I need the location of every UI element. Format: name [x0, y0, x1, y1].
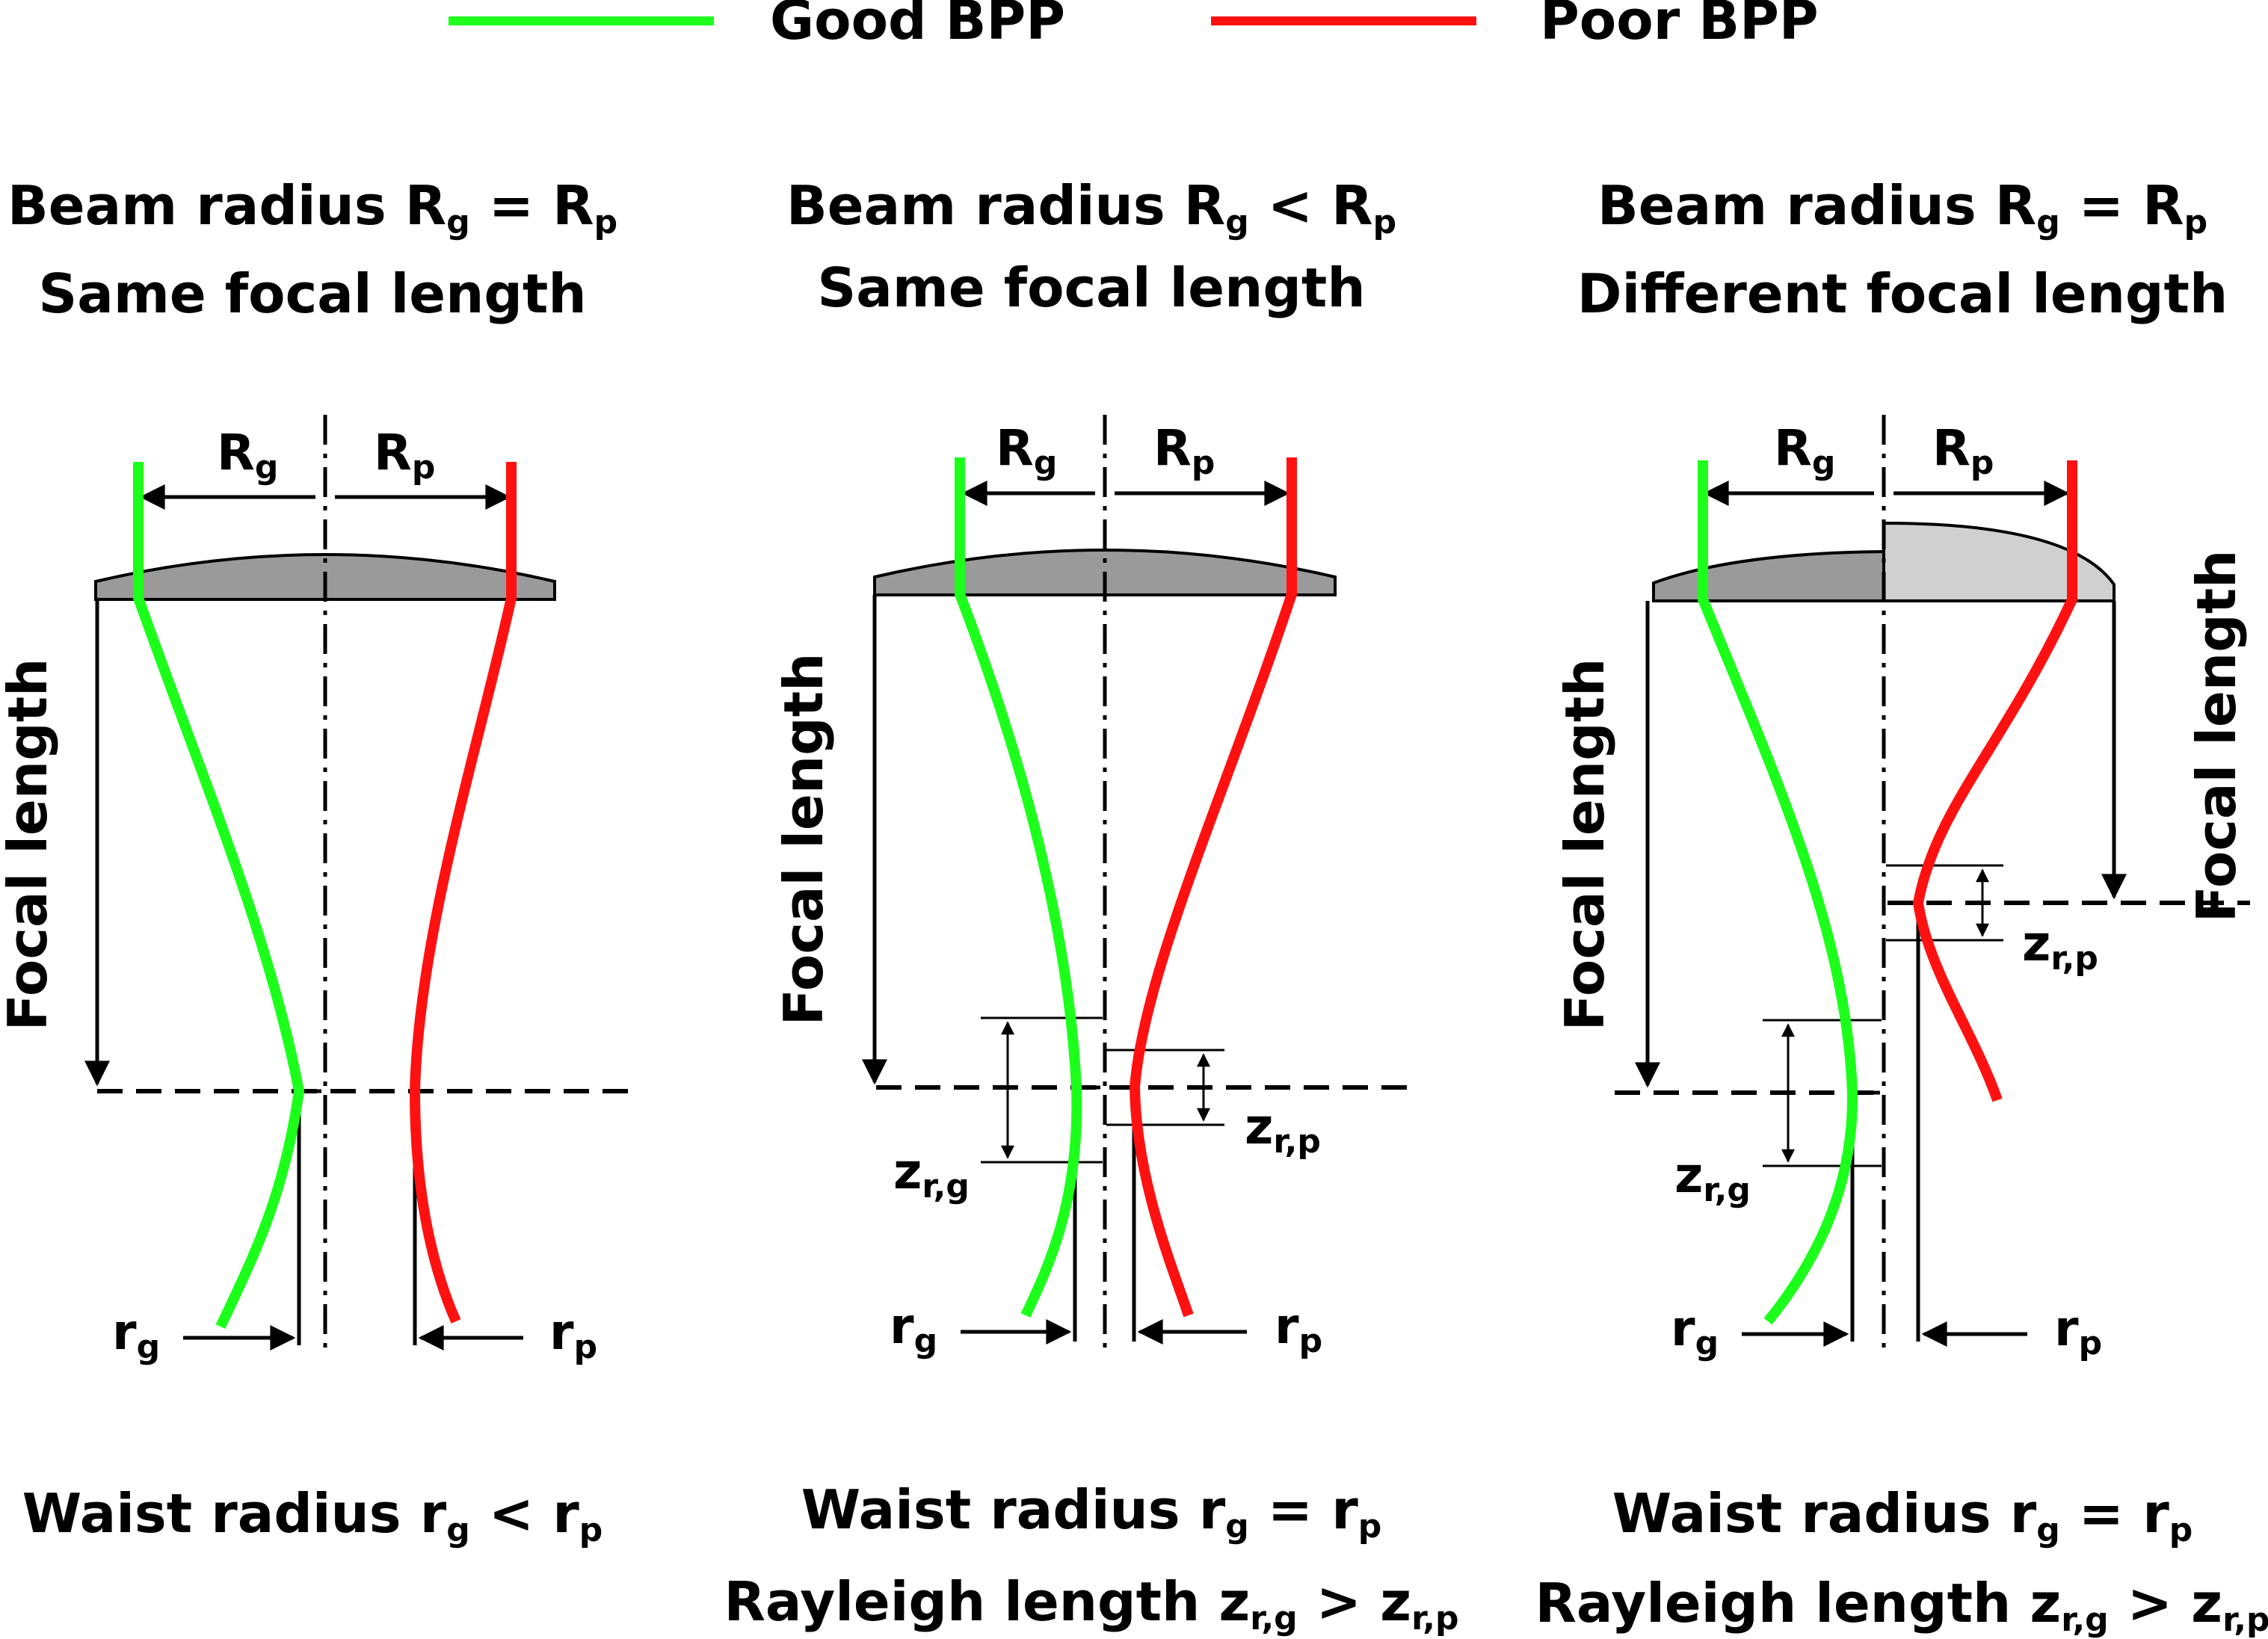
panel-3-lens-left: [1652, 549, 1885, 602]
panel-3: Beam radius Rg = Rp Different focal leng…: [1535, 174, 2268, 1639]
panel-3-poor-beam: [1912, 460, 2077, 1102]
panel-3-waist-g-marker: [1850, 1090, 1880, 1342]
panel-1-focal-label: Focal length: [0, 658, 59, 1031]
panel-3-waist-p-marker: [1888, 901, 1920, 1342]
panel-2-footer-rayleigh: Rayleigh length zr,g > zr,p: [724, 1570, 1458, 1638]
panel-1-Rp-label: Rp: [374, 424, 435, 487]
panel-2-footer-waist: Waist radius rg = rp: [801, 1478, 1381, 1546]
panel-3-lens-right: [1882, 521, 2116, 602]
panel-1-waist-g-marker: [297, 1089, 321, 1345]
panel-2-heading-beam-radius: Beam radius Rg < Rp: [786, 174, 1396, 241]
panel-2-rg-label: rg: [890, 1297, 937, 1360]
panel-3-focal-label-poor: Focal length: [2185, 550, 2248, 923]
panel-1-poor-beam: [409, 462, 517, 1324]
panel-2-Rg-label: Rg: [996, 419, 1057, 482]
panel-2-heading-focal: Same focal length: [817, 256, 1365, 319]
panel-3-heading-beam-radius: Beam radius Rg = Rp: [1597, 174, 2207, 241]
panel-1: Beam radius Rg = Rp Same focal length Rg…: [0, 174, 628, 1549]
panel-1-heading-focal: Same focal length: [38, 262, 586, 325]
panel-1-Rg-label: Rg: [217, 424, 278, 487]
legend: Good BPP Poor BPP: [449, 0, 1819, 52]
panel-3-good-beam: [1698, 460, 1858, 1325]
panel-3-Rp-label: Rp: [1932, 419, 1994, 482]
panel-2-poor-beam: [1129, 457, 1297, 1318]
panel-3-zrp-label: zr,p: [2022, 915, 2098, 978]
panel-3-footer-waist: Waist radius rg = rp: [1612, 1482, 2192, 1549]
legend-good-label: Good BPP: [770, 0, 1065, 52]
panel-2-good-beam: [955, 457, 1082, 1318]
panel-2-Rp-label: Rp: [1153, 419, 1215, 482]
panel-2-zrp-label: zr,p: [1245, 1098, 1321, 1161]
panel-3-heading-focal: Different focal length: [1577, 262, 2228, 325]
panel-2-zrg-label: zr,g: [893, 1143, 970, 1206]
panel-3-Rg-label: Rg: [1774, 419, 1835, 482]
panel-3-rp-label: rp: [2054, 1300, 2102, 1362]
panel-1-footer-waist: Waist radius rg < rp: [22, 1482, 603, 1549]
panel-2-focal-label: Focal length: [772, 653, 835, 1026]
panel-3-zrg-label: zr,g: [1674, 1146, 1751, 1209]
panel-1-rp-label: rp: [549, 1303, 597, 1366]
panel-1-good-beam: [133, 462, 305, 1329]
panel-3-focal-label-good: Focal length: [1553, 658, 1616, 1031]
panel-1-heading-beam-radius: Beam radius Rg = Rp: [7, 174, 617, 241]
legend-poor-label: Poor BPP: [1540, 0, 1819, 52]
panel-2-rp-label: rp: [1275, 1297, 1322, 1360]
panel-2: Beam radius Rg < Rp Same focal length Rg…: [724, 174, 1458, 1638]
panel-3-footer-rayleigh: Rayleigh length zr,g > zr,p: [1535, 1572, 2268, 1639]
panel-3-rg-label: rg: [1671, 1300, 1719, 1362]
panel-1-rg-label: rg: [112, 1303, 160, 1366]
